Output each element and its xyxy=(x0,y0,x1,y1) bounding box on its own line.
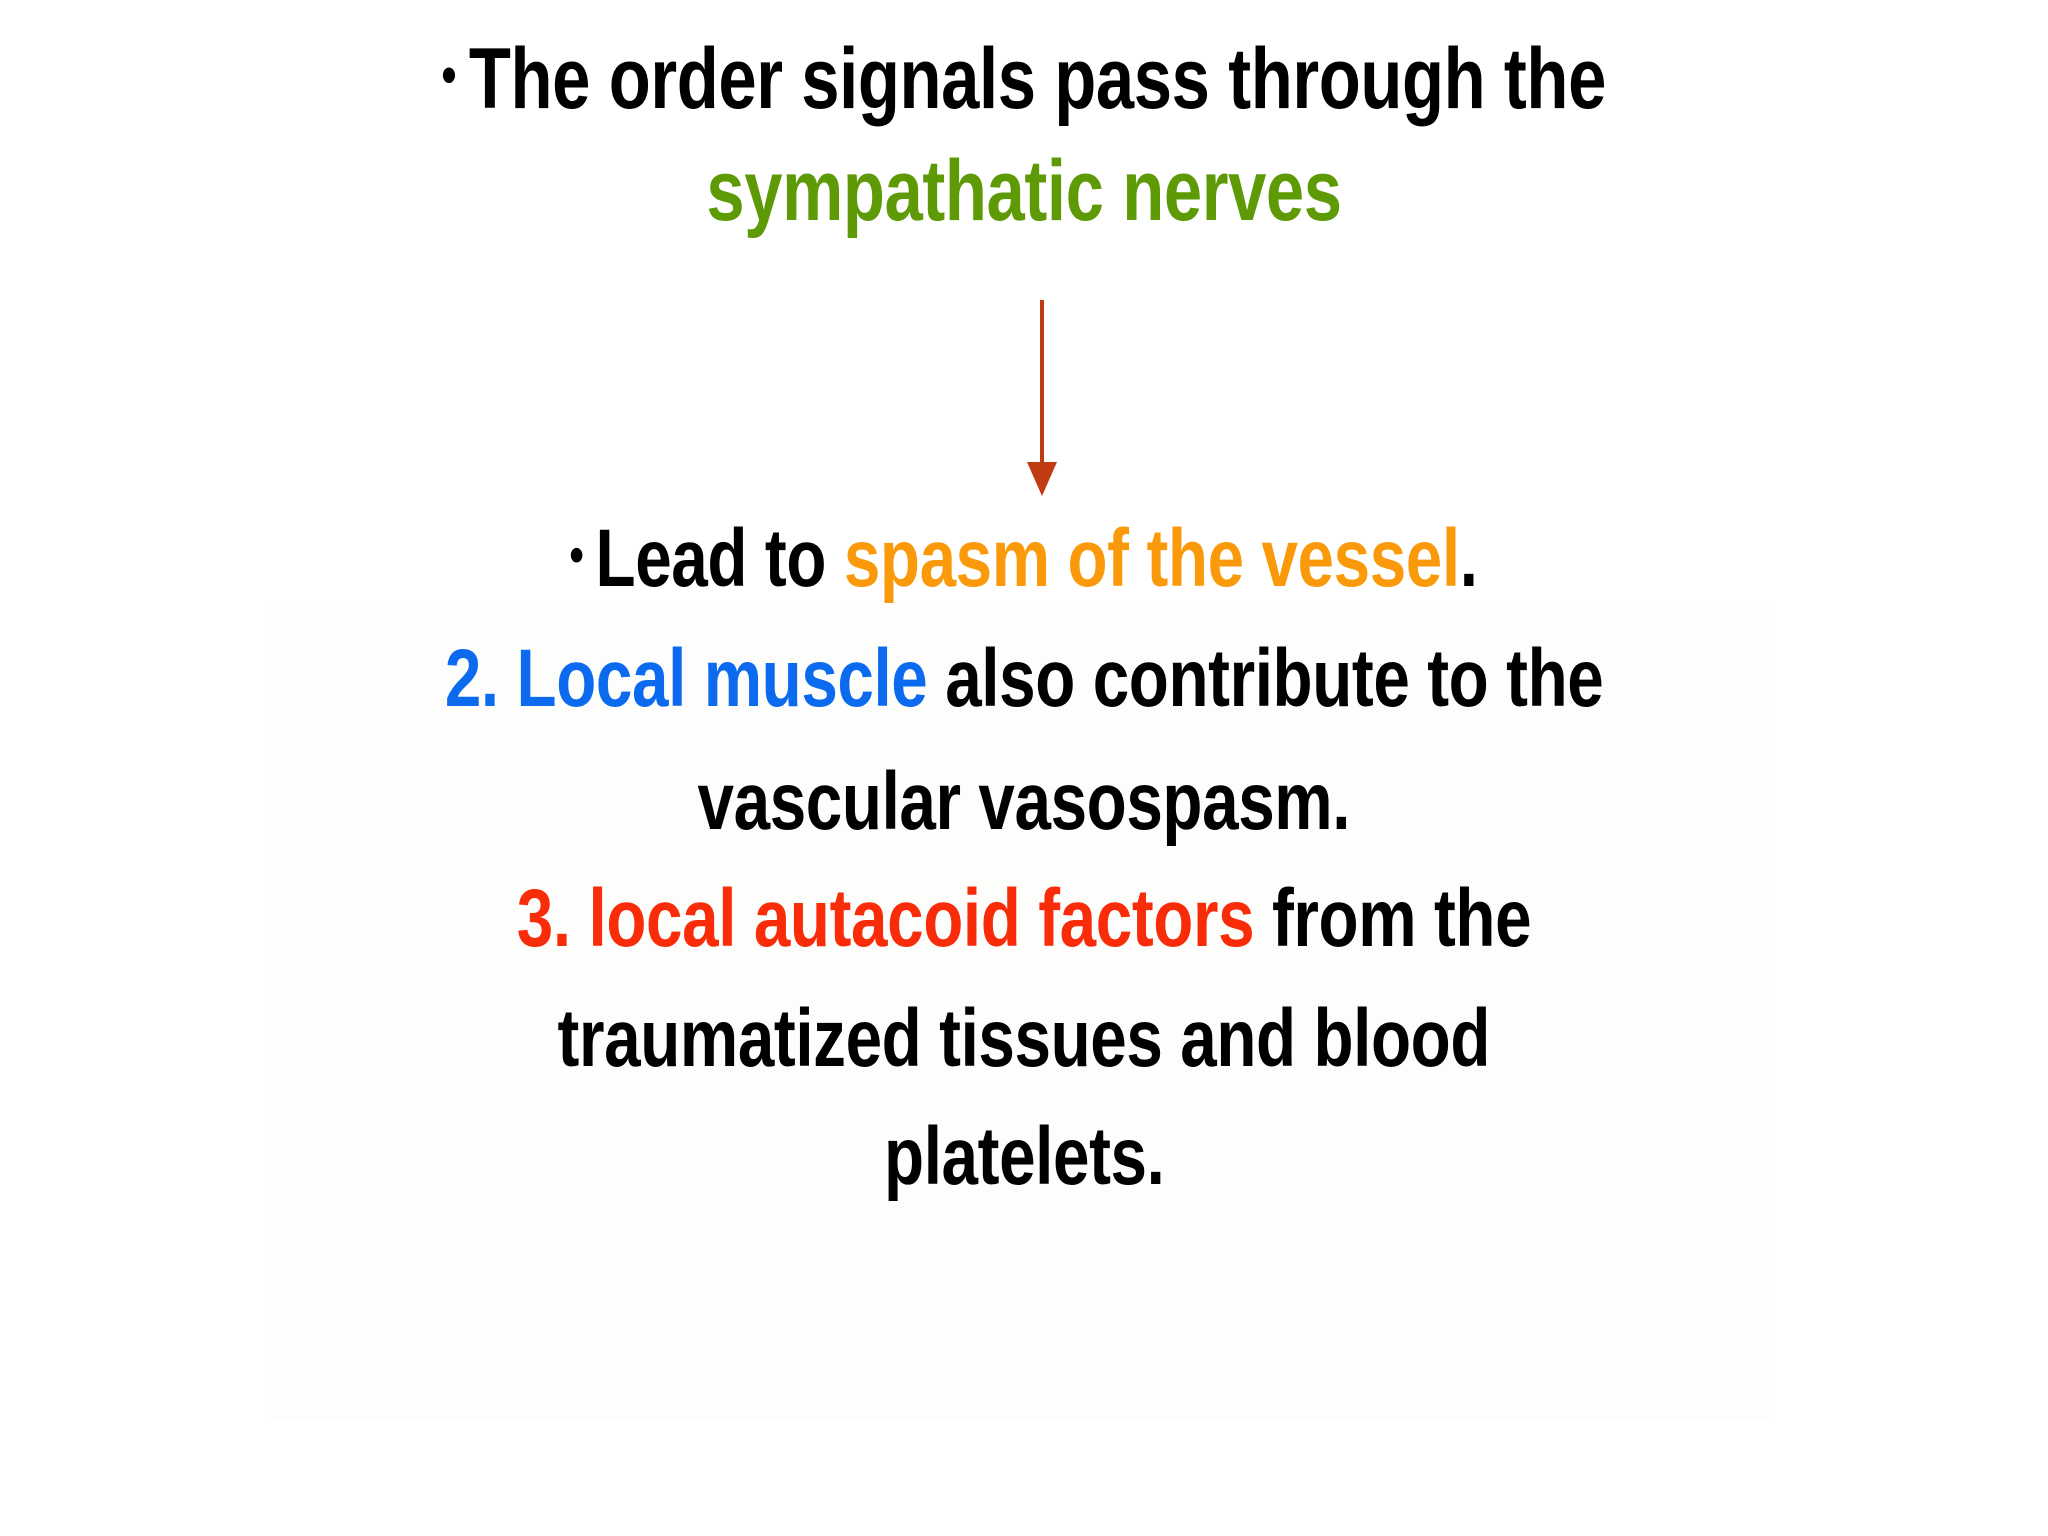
line-sympathatic-nerves: sympathatic nerves xyxy=(0,142,2048,241)
line-6-rest: from the xyxy=(1254,873,1532,964)
orange-keyword-spasm-of-the-vessel: spasm of the vessel xyxy=(844,513,1461,604)
bullet-icon: • xyxy=(441,46,457,106)
line-7-text: traumatized tissues and blood xyxy=(557,993,1491,1084)
bullet-icon: • xyxy=(569,525,584,583)
bullet-line-order-signals: •The order signals pass through the xyxy=(0,30,2048,129)
numbered-line-2-local-muscle: 2. Local muscle also contribute to the xyxy=(0,632,2048,726)
line-8-text: platelets. xyxy=(883,1111,1165,1202)
downward-arrow-icon xyxy=(1020,300,1064,500)
line-platelets: platelets. xyxy=(0,1110,2048,1204)
numbered-line-3-local-autacoid-factors: 3. local autacoid factors from the xyxy=(0,872,2048,966)
line-5-text: vascular vasospasm. xyxy=(697,756,1351,847)
green-keyword-sympathatic-nerves: sympathatic nerves xyxy=(706,143,1342,239)
red-keyword-local-autacoid-factors: 3. local autacoid factors xyxy=(516,873,1255,964)
line-4-rest: also contribute to the xyxy=(927,633,1604,724)
line-1-text: The order signals pass through the xyxy=(469,31,1607,127)
blue-keyword-local-muscle: 2. Local muscle xyxy=(444,633,928,724)
bullet-line-lead-to-spasm: •Lead to spasm of the vessel. xyxy=(0,512,2048,606)
line-3-suffix: . xyxy=(1460,513,1479,604)
line-traumatized-tissues: traumatized tissues and blood xyxy=(0,992,2048,1086)
downward-arrow-svg xyxy=(1027,300,1057,496)
line-vascular-vasospasm: vascular vasospasm. xyxy=(0,755,2048,849)
line-3-prefix: Lead to xyxy=(595,513,845,604)
